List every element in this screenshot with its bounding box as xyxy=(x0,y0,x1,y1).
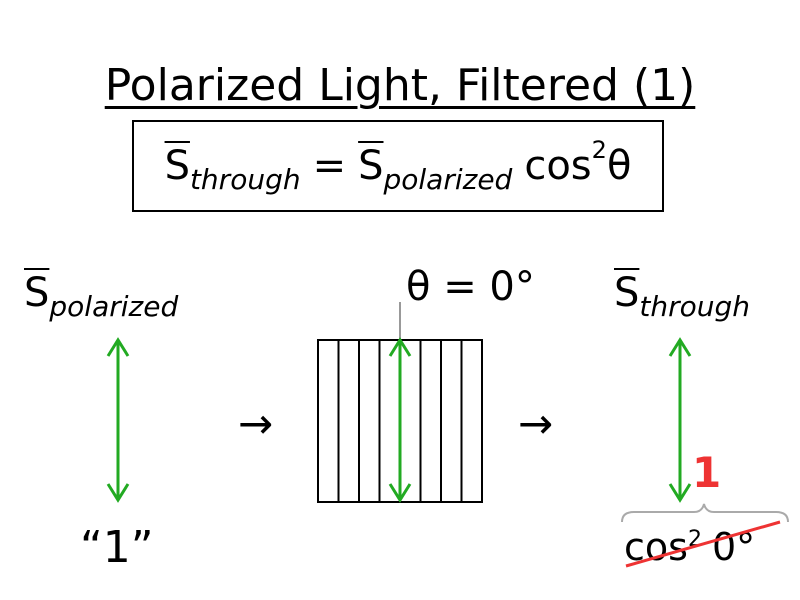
s-polarized-subscript: polarized xyxy=(49,290,179,323)
step-arrow-left: → xyxy=(238,399,273,448)
s-polarized-label: Spolarized xyxy=(24,268,179,323)
formula-equals: = xyxy=(312,143,347,189)
cos-squared-zero: cos2 0° xyxy=(624,522,755,579)
formula-lhs-subscript: through xyxy=(189,163,301,196)
formula-lhs: Sthrough xyxy=(164,143,301,196)
slide-title: Polarized Light, Filtered (1) xyxy=(104,60,696,111)
formula-lhs-symbol: S xyxy=(164,143,190,189)
cos-bottom-exponent: 2 xyxy=(687,527,702,552)
formula-rhs-symbol: S xyxy=(358,143,384,189)
s-through-label: Sthrough xyxy=(614,268,751,323)
cos-bottom-angle: 0° xyxy=(711,525,756,569)
formula-exponent: 2 xyxy=(591,136,607,164)
step-arrow-right: → xyxy=(518,399,553,448)
s-through-symbol: S xyxy=(614,270,640,316)
incoming-polarization-arrow xyxy=(106,337,130,503)
filter-angle-label: θ = 0° xyxy=(406,264,535,310)
brace-over-cos xyxy=(621,503,789,523)
formula-theta: θ xyxy=(606,143,632,189)
cos-result-one: 1 xyxy=(692,448,722,497)
s-through-subscript: through xyxy=(639,290,751,323)
formula-cos: cos xyxy=(524,143,592,189)
outgoing-polarization-arrow xyxy=(668,337,692,503)
formula-rhs-subscript: polarized xyxy=(383,163,513,196)
s-polarized-symbol: S xyxy=(24,270,50,316)
intensity-one-label: “1” xyxy=(80,522,154,573)
cos-bottom-cos: cos xyxy=(624,525,688,569)
filter-polarization-arrow xyxy=(388,337,412,503)
formula-rhs: Spolarized xyxy=(358,143,512,196)
